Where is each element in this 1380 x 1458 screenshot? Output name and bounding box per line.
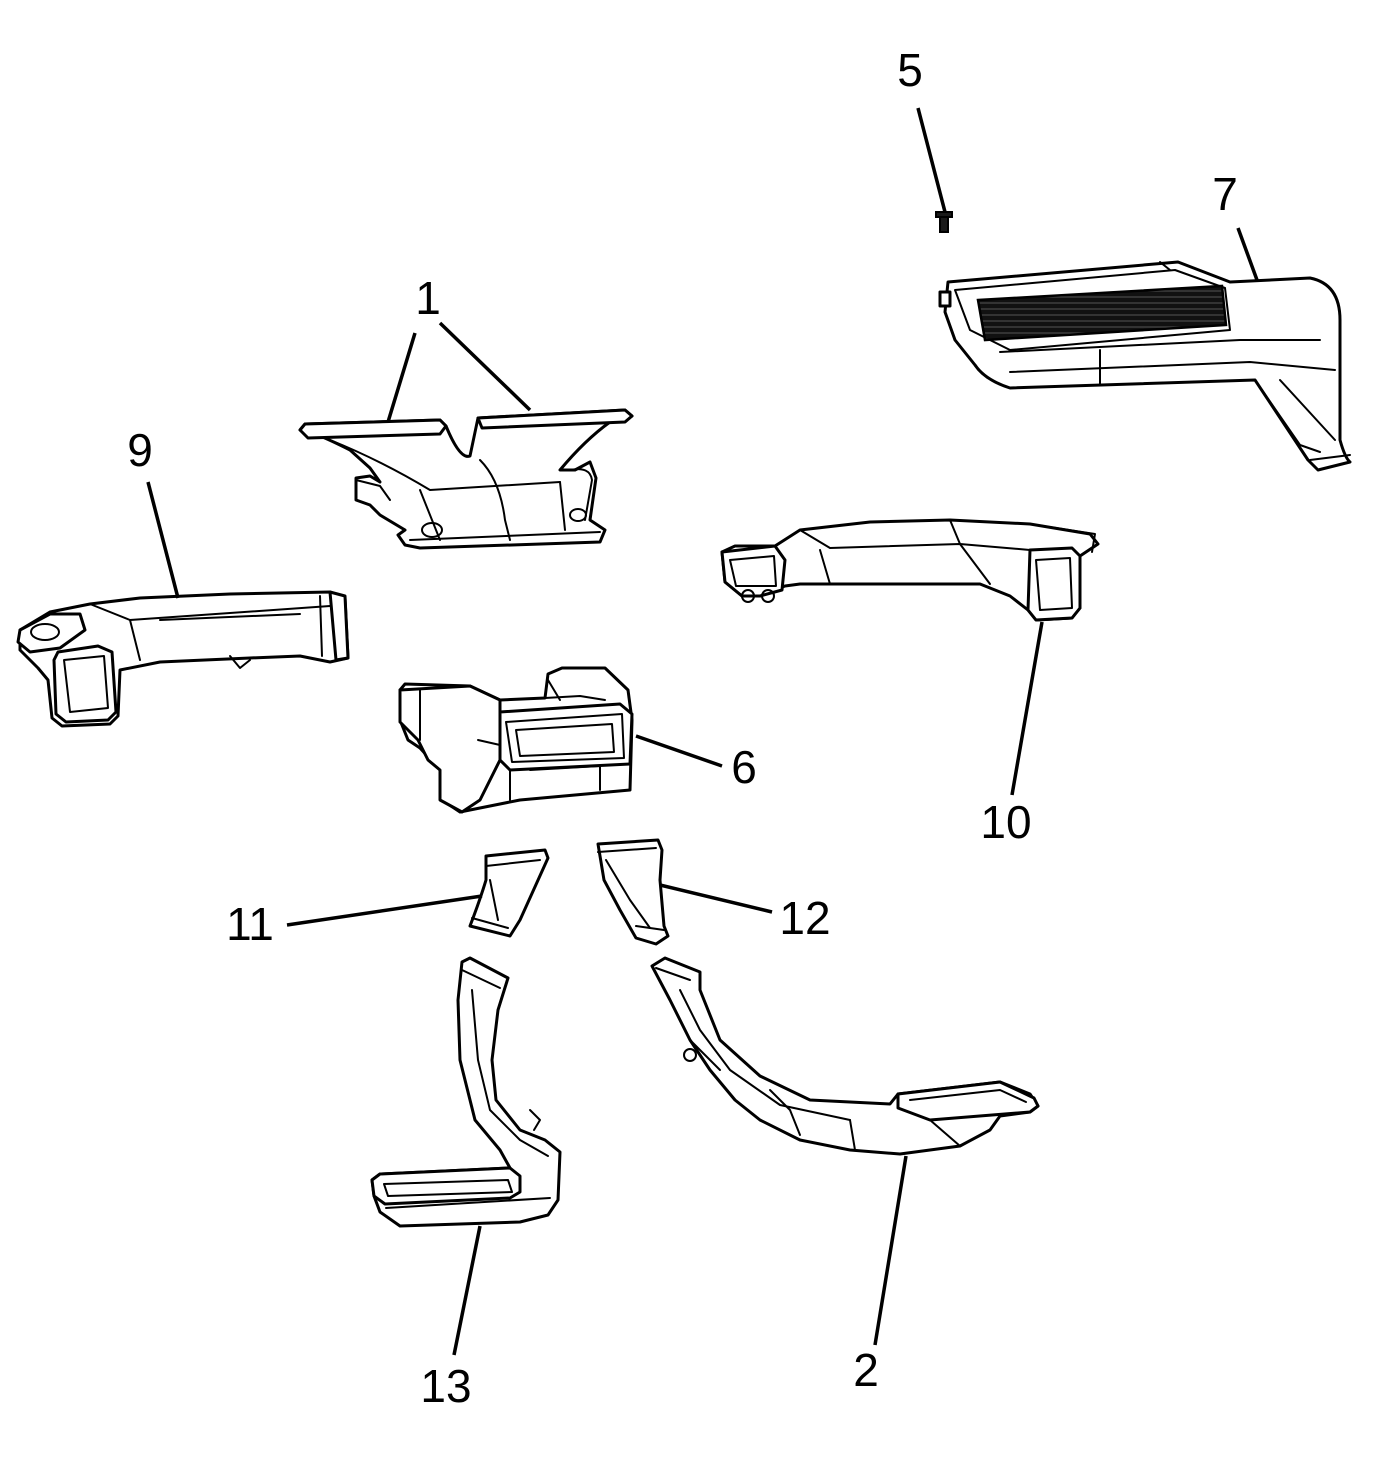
leader-5: [916, 107, 947, 213]
leader-1a: [386, 332, 417, 423]
part-2-right-floor-duct: [650, 956, 1040, 1156]
leader-1b: [438, 321, 532, 412]
part-12-right-adapter: [596, 838, 670, 946]
callout-labels: 5 7 1 9 6 10 11 12 13 2: [127, 44, 1238, 1412]
leader-12: [659, 883, 773, 914]
callout-1: 1: [415, 272, 441, 324]
leader-lines: [146, 107, 1259, 1356]
part-9-left-duct: [16, 590, 350, 728]
part-7-rear-duct: [938, 260, 1352, 472]
callout-2: 2: [853, 1344, 879, 1396]
leader-10: [1010, 621, 1044, 796]
part-5-push-pin: [935, 211, 953, 233]
callout-11: 11: [226, 898, 274, 950]
leader-11: [286, 894, 483, 927]
callout-13: 13: [420, 1360, 471, 1412]
callout-9: 9: [127, 424, 153, 476]
callout-6: 6: [731, 741, 757, 793]
part-13-left-floor-duct: [370, 956, 562, 1228]
part-6-center-outlet: [398, 666, 634, 814]
part-10-right-duct: [720, 518, 1100, 622]
callout-12: 12: [779, 892, 830, 944]
leader-13: [452, 1225, 482, 1356]
part-1-center-upper-duct: [298, 408, 634, 550]
leader-9: [146, 481, 180, 599]
callout-10: 10: [980, 796, 1031, 848]
leader-6: [635, 734, 723, 768]
part-11-left-adapter: [468, 848, 550, 938]
callout-7: 7: [1212, 168, 1238, 220]
leader-7: [1236, 227, 1259, 281]
leader-2: [873, 1155, 908, 1346]
callout-5: 5: [897, 44, 923, 96]
